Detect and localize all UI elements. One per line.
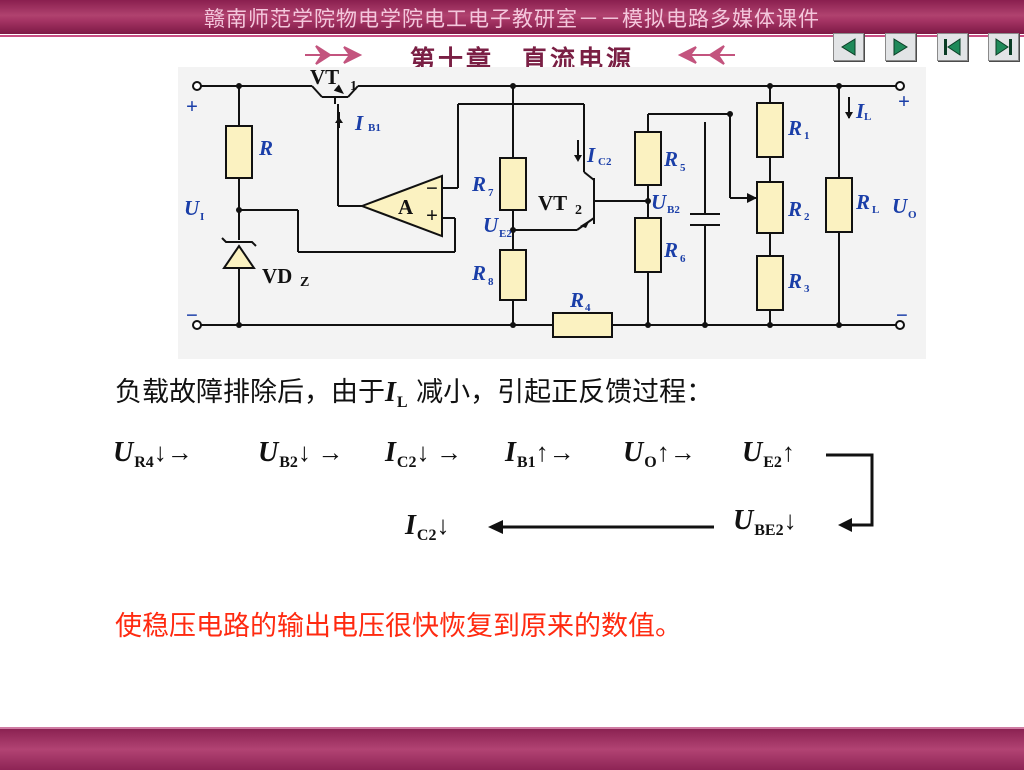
circuit-diagram: + − + − R U I R U R I R U R R R R R I R … <box>178 65 926 359</box>
skip-last-icon <box>995 38 1012 56</box>
vt2-label: VT <box>538 191 567 215</box>
chain-step-ube2: UBE2↓ <box>733 505 797 539</box>
title-banner: 赣南师范学院物电学院电工电子教研室－－模拟电路多媒体课件 <box>0 0 1024 34</box>
r6-label: R <box>663 238 678 262</box>
chain-result-ic2: IC2↓ <box>405 510 450 544</box>
sentence-prefix: 负载故障排除后，由于 <box>115 377 385 408</box>
amp-label: A <box>398 195 414 219</box>
ub2-label: U <box>651 190 668 214</box>
first-slide-button[interactable] <box>937 33 968 61</box>
uo-label: U <box>892 194 909 218</box>
r4-label: R <box>569 288 584 312</box>
last-slide-button[interactable] <box>988 33 1019 61</box>
chain-step-ib1: IB1↑→ <box>505 437 575 471</box>
rl-label: R <box>855 190 870 214</box>
chain-step-ur4: UR4↓→ <box>113 437 193 471</box>
next-slide-button[interactable] <box>885 33 916 61</box>
uo-subscript: O <box>908 209 917 221</box>
amp-minus-label: − <box>426 176 438 200</box>
r7-label: R <box>471 172 486 196</box>
footer-banner <box>0 727 1024 770</box>
ib1-subscript: B1 <box>368 122 381 134</box>
output-plus-label: + <box>898 89 910 113</box>
chain-step-ub2: UB2↓ → <box>258 437 344 471</box>
skip-first-icon <box>944 38 961 56</box>
r2-subscript: 2 <box>804 211 810 223</box>
il-symbol: I <box>385 377 396 408</box>
il-label: I <box>855 99 865 123</box>
r5-label: R <box>663 147 678 171</box>
vdz-label: VD <box>262 264 292 288</box>
chain-step-uo: UO↑→ <box>623 437 696 471</box>
ic2-subscript: C2 <box>598 156 612 168</box>
circuit-schematic: + − + − R U I R U R I R U R R R R R I R … <box>184 65 917 338</box>
chapter-ornament <box>305 45 735 65</box>
r3-label: R <box>787 269 802 293</box>
r8-label: R <box>471 261 486 285</box>
ue2-subscript: E2 <box>499 228 512 240</box>
input-plus-label: + <box>186 94 198 118</box>
r7-subscript: 7 <box>488 187 494 199</box>
r5-subscript: 5 <box>680 162 686 174</box>
vdz-subscript: Z <box>300 275 309 290</box>
ui-subscript: I <box>200 211 204 223</box>
r2-label: R <box>787 197 802 221</box>
r4-subscript: 4 <box>585 302 591 314</box>
ue2-label: U <box>483 213 500 237</box>
rl-subscript: L <box>872 204 879 216</box>
vt1-label: VT <box>310 67 339 89</box>
chain-step-ue2: UE2↑ <box>742 437 795 471</box>
arrow-right-icon <box>893 38 908 56</box>
ui-label: U <box>184 196 201 220</box>
r1-label: R <box>787 116 802 140</box>
input-minus-label: − <box>186 303 198 327</box>
banner-divider <box>0 35 1024 37</box>
course-title: 赣南师范学院物电学院电工电子教研室－－模拟电路多媒体课件 <box>204 7 820 31</box>
il-subscript: L <box>396 394 408 411</box>
ib1-label: I <box>354 111 364 135</box>
ic2-label: I <box>586 143 596 167</box>
amp-plus-label: + <box>426 203 438 227</box>
r1-subscript: 1 <box>804 130 810 142</box>
chain-step-ic2: IC2↓ → <box>385 437 462 471</box>
r-label: R <box>258 136 273 160</box>
il-subscript: L <box>864 111 871 123</box>
explanation-sentence: 负载故障排除后，由于IL 减小，引起正反馈过程： <box>115 370 714 411</box>
ub2-subscript: B2 <box>667 204 680 216</box>
prev-slide-button[interactable] <box>833 33 864 61</box>
r8-subscript: 8 <box>488 276 494 288</box>
sentence-suffix: 减小，引起正反馈过程： <box>407 377 714 408</box>
conclusion-text: 使稳压电路的输出电压很快恢复到原来的数值。 <box>115 611 682 642</box>
vt2-subscript: 2 <box>575 203 582 218</box>
r6-subscript: 6 <box>680 253 686 265</box>
output-minus-label: − <box>896 303 908 327</box>
r3-subscript: 3 <box>804 283 810 295</box>
arrow-left-icon <box>841 38 856 56</box>
vt1-subscript: 1 <box>350 79 357 94</box>
